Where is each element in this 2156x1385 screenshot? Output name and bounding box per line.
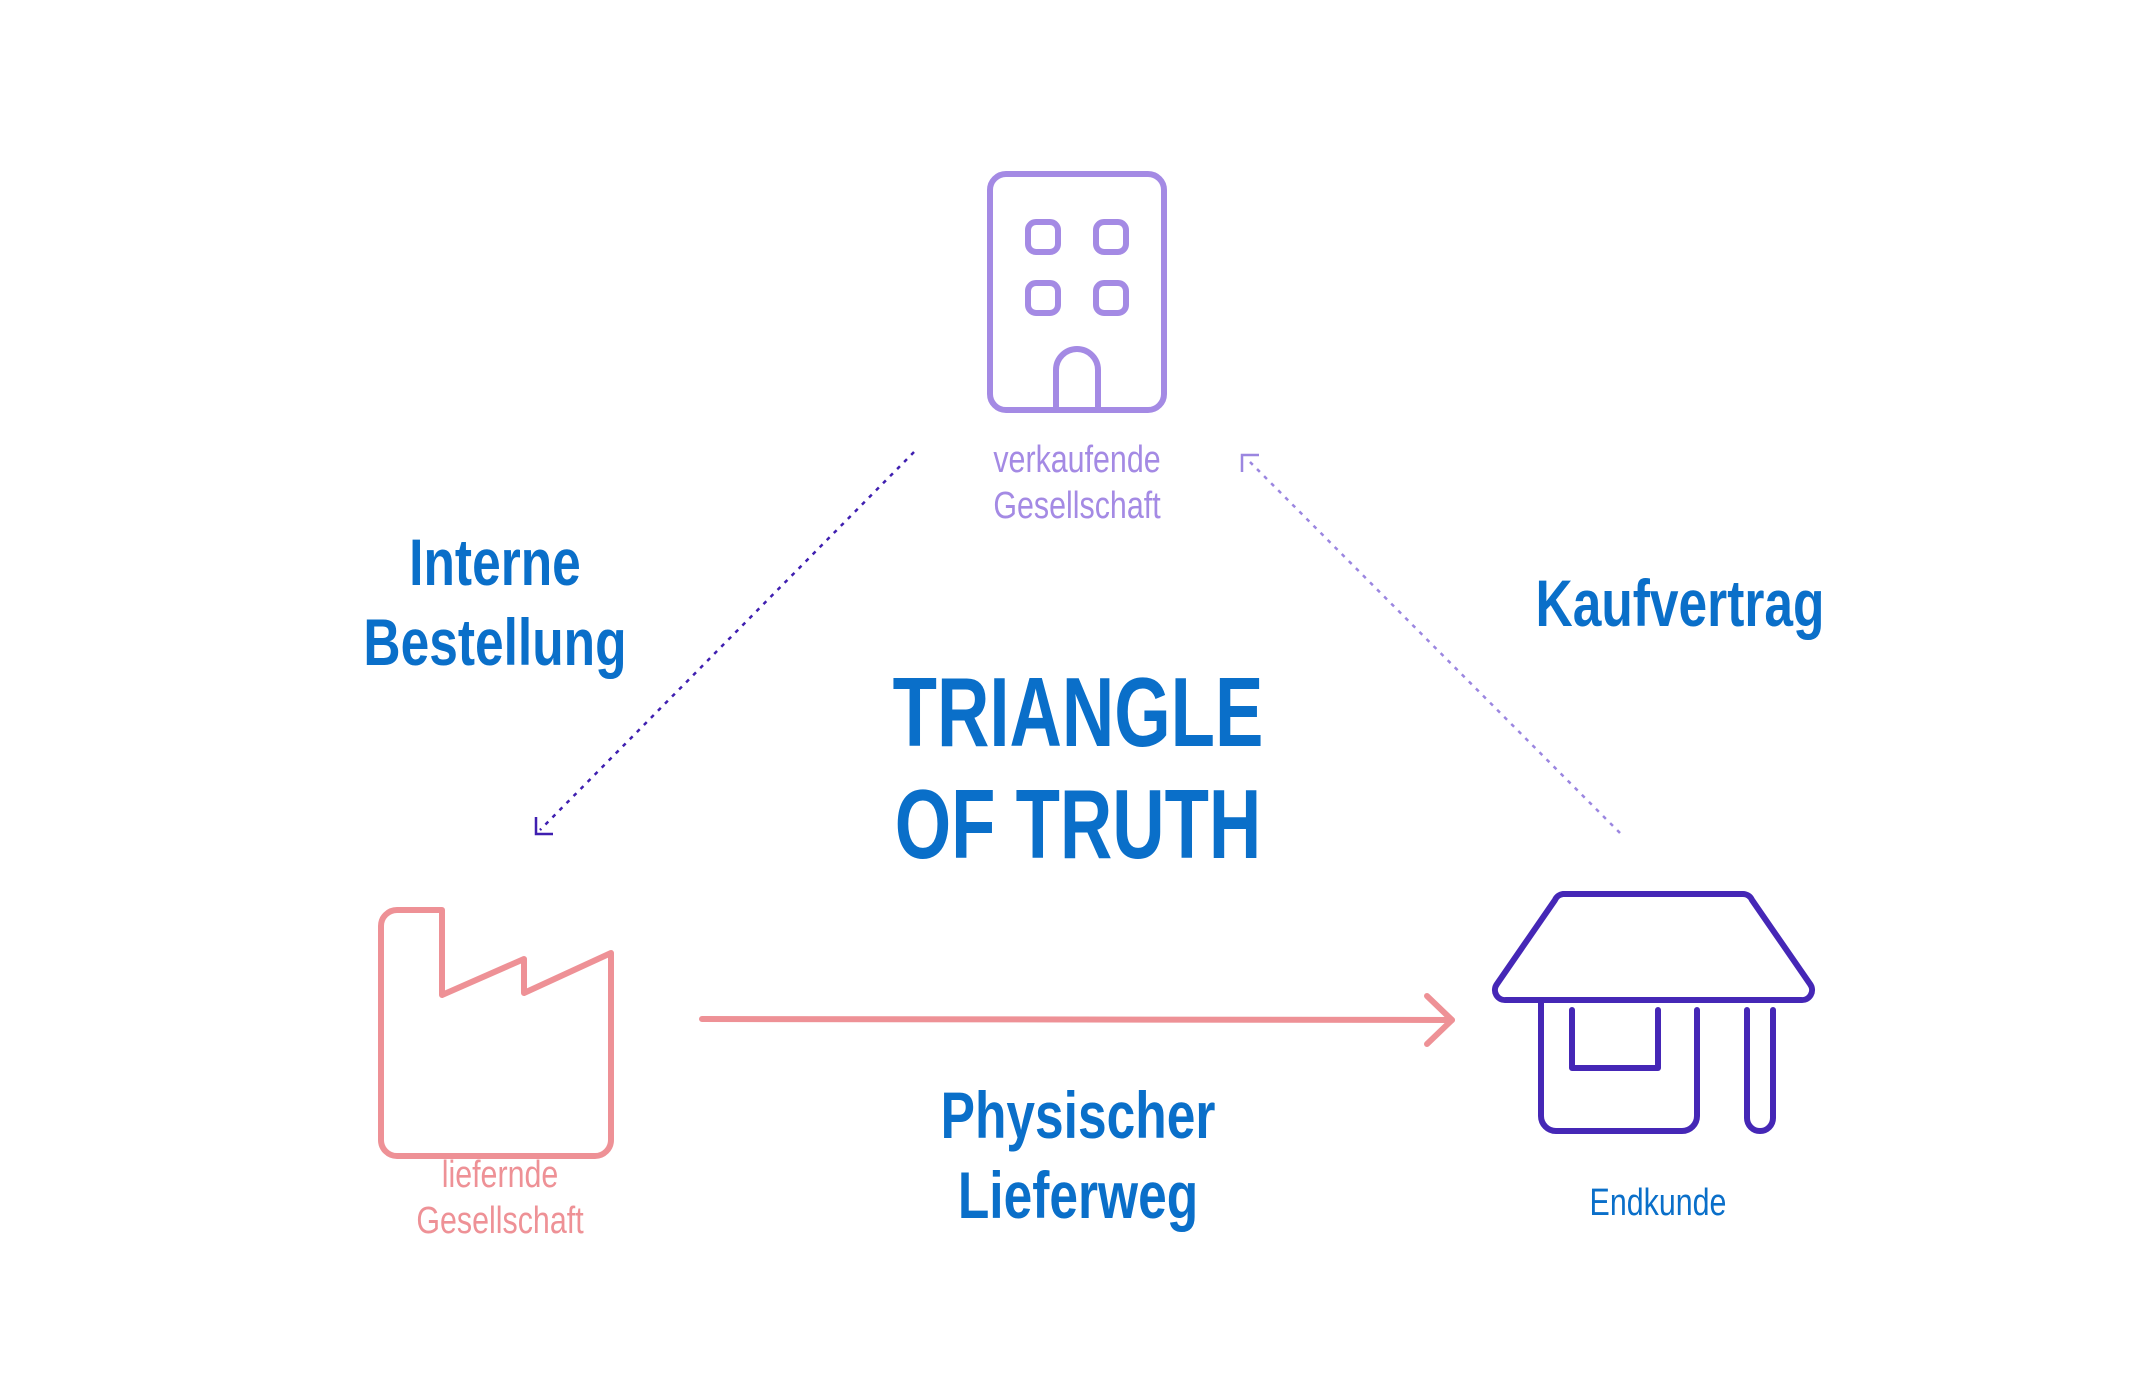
factory-icon — [378, 907, 614, 1159]
shop-icon — [1492, 891, 1815, 1134]
node-label-seller-line1: verkaufende — [993, 439, 1161, 481]
diagram-title-line1: TRIANGLE — [892, 657, 1264, 767]
edge-label-sales-contract: Kaufvertrag — [1516, 563, 1844, 643]
arrow-sales-contract — [1240, 453, 1621, 834]
node-label-end-customer: Endkunde — [1498, 1180, 1818, 1226]
node-label-seller-line2: Gesellschaft — [993, 485, 1161, 527]
office-building-icon — [987, 171, 1167, 413]
edge-label-physical-delivery-line1: Physischer — [940, 1078, 1216, 1152]
arrow-physical-delivery — [699, 993, 1455, 1047]
node-label-supplier-line2: Gesellschaft — [416, 1200, 584, 1242]
node-label-supplier: liefernde Gesellschaft — [340, 1152, 660, 1244]
diagram-title-line2: OF TRUTH — [894, 769, 1262, 879]
node-label-seller: verkaufende Gesellschaft — [917, 437, 1237, 529]
node-label-supplier-line1: liefernde — [441, 1154, 559, 1196]
edge-label-physical-delivery-line2: Lieferweg — [957, 1158, 1199, 1232]
edge-label-sales-contract-line1: Kaufvertrag — [1535, 566, 1825, 640]
edge-label-physical-delivery: Physischer Lieferweg — [922, 1075, 1234, 1235]
edge-label-internal-order-line2: Bestellung — [363, 605, 627, 679]
diagram-title: TRIANGLE OF TRUTH — [856, 656, 1300, 880]
arrow-internal-order — [534, 451, 915, 836]
edge-label-internal-order-line1: Interne — [409, 525, 581, 599]
edge-label-internal-order: Interne Bestellung — [339, 522, 651, 682]
node-label-end-customer-line1: Endkunde — [1589, 1182, 1727, 1224]
